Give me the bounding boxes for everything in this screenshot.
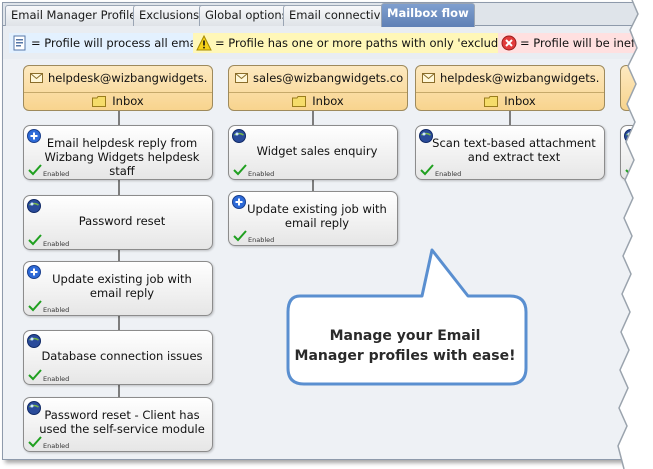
folder-icon [484, 96, 499, 107]
tab-global-options[interactable]: Global options [199, 5, 294, 26]
legend-excludes-only-label: = Profile has one or more paths with onl… [215, 36, 551, 50]
profile-status: Enabled [248, 236, 275, 244]
document-list-icon [13, 35, 26, 51]
torn-edge [617, 0, 653, 469]
mailbox-email-label: sales@wizbangwidgets.com [253, 71, 403, 85]
legend-excludes-only: = Profile has one or more paths with onl… [193, 33, 557, 53]
globe-icon [27, 199, 41, 213]
checkmark-icon [233, 164, 247, 176]
tab-mailbox-flow[interactable]: Mailbox flow [381, 3, 475, 27]
mailbox-email-label: helpdesk@wizbangwidgets.com [440, 71, 600, 85]
plus-icon [232, 195, 246, 209]
mailbox-email: helpdesk@wizbangwidgets.com [28, 70, 208, 86]
legend-ineffective-label: = Profile will be ineffecti [520, 36, 641, 50]
plus-icon [27, 265, 41, 279]
envelope-icon [30, 73, 43, 83]
checkmark-icon [28, 164, 42, 176]
profile-title: Update existing job with email reply [52, 272, 192, 300]
callout-text: Manage your Email Manager profiles with … [290, 326, 520, 366]
profile-status: Enabled [43, 240, 70, 248]
mailbox-header[interactable]: sales@wizbangwidgets.com Inbox [228, 65, 408, 111]
profile-status: Enabled [248, 170, 275, 178]
profile-node[interactable]: Update existing job with email reply Ena… [228, 191, 398, 246]
globe-icon [27, 401, 41, 415]
mailbox-header[interactable]: helpdesk@wizbangwidgets.com Inbox [415, 65, 605, 111]
profile-status: Enabled [43, 306, 70, 314]
globe-icon [232, 129, 246, 143]
profile-node[interactable]: Password reset - Client has used the sel… [23, 397, 213, 452]
mailbox-email-label: helpdesk@wizbangwidgets.com [48, 71, 208, 85]
profile-title: Scan text-based attachment and extract t… [432, 136, 596, 164]
mailbox-folder-label: Inbox [312, 94, 344, 108]
tab-exclusions[interactable]: Exclusions [133, 5, 206, 26]
profile-node[interactable]: Email helpdesk reply from Wizbang Widget… [23, 125, 213, 180]
profile-status: Enabled [43, 375, 70, 383]
envelope-icon [422, 73, 435, 83]
profile-title: Password reset [78, 214, 166, 228]
checkmark-icon [28, 436, 42, 448]
mailbox-folder: Inbox [229, 92, 407, 108]
legend-ineffective: = Profile will be ineffecti [498, 33, 641, 53]
profile-title: Widget sales enquiry [256, 144, 378, 158]
legend-all-emails-label: = Profile will process all emails [31, 36, 209, 50]
checkmark-icon [233, 230, 247, 242]
profile-title: Email helpdesk reply from Wizbang Widget… [44, 136, 200, 178]
mailbox-folder: Inbox [24, 92, 212, 108]
flow-connector-line [509, 110, 511, 130]
checkmark-icon [28, 369, 42, 381]
legend: = Profile will process all emails = Prof… [9, 33, 641, 53]
checkmark-icon [28, 234, 42, 246]
mailbox-email: helpdesk@wizbangwidgets.com [420, 70, 600, 86]
profile-title: Update existing job with email reply [247, 202, 387, 230]
profile-node[interactable]: Scan text-based attachment and extract t… [415, 125, 605, 180]
tab-email-manager-profiles[interactable]: Email Manager Profiles [5, 5, 149, 26]
globe-icon [419, 129, 433, 143]
warning-icon [196, 35, 212, 51]
envelope-icon [235, 73, 248, 83]
profile-node[interactable]: Database connection issues Enabled [23, 330, 213, 385]
profile-status: Enabled [43, 170, 70, 178]
checkmark-icon [420, 164, 434, 176]
globe-icon [27, 334, 41, 348]
profile-node[interactable]: Password reset Enabled [23, 195, 213, 250]
mailbox-header[interactable]: helpdesk@wizbangwidgets.com Inbox [23, 65, 213, 111]
legend-all-emails: = Profile will process all emails [9, 33, 215, 53]
profile-title: Database connection issues [41, 349, 203, 363]
speech-callout [286, 248, 528, 386]
plus-icon [27, 129, 41, 143]
profile-node[interactable]: Update existing job with email reply Ena… [23, 261, 213, 316]
profile-title: Password reset - Client has used the sel… [39, 408, 205, 436]
mailbox-folder-label: Inbox [504, 94, 536, 108]
mailbox-folder: Inbox [416, 92, 604, 108]
tab-bar: Email Manager Profiles Exclusions Global… [3, 3, 641, 27]
mailbox-folder-label: Inbox [112, 94, 144, 108]
tab-email-connectivity[interactable]: Email connectivity [283, 5, 401, 26]
mailbox-email: sales@wizbangwidgets.com [233, 70, 403, 86]
callout-line-2: Manager profiles with ease! [294, 348, 516, 364]
callout-line-1: Manage your Email [329, 328, 481, 344]
profile-status: Enabled [435, 170, 462, 178]
profile-status: Enabled [43, 442, 70, 450]
error-icon [501, 35, 517, 51]
flow-connector-line [118, 110, 120, 400]
checkmark-icon [28, 300, 42, 312]
profile-node[interactable]: Widget sales enquiry Enabled [228, 125, 398, 180]
folder-icon [292, 96, 307, 107]
folder-icon [92, 96, 107, 107]
